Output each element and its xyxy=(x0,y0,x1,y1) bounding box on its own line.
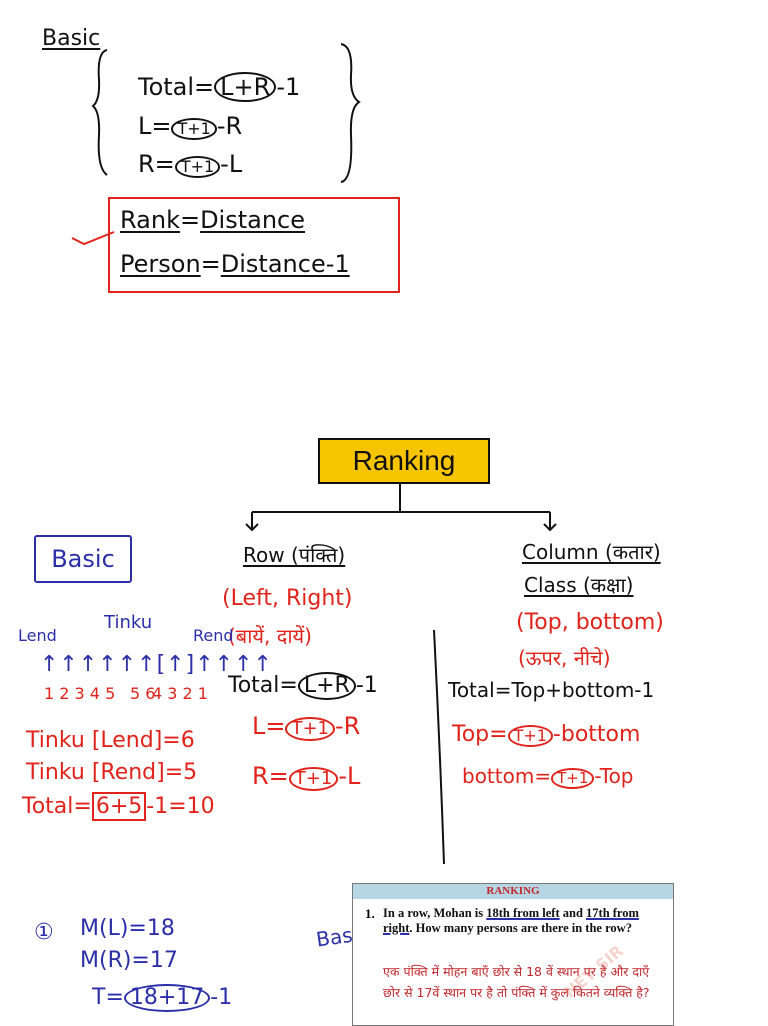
column-heading: Column (कतार) xyxy=(522,540,661,564)
row-l-formula: L=T+1-R xyxy=(252,712,361,741)
row-sub2: (बायें, दायें) xyxy=(228,624,312,648)
card-number: 1. xyxy=(365,906,375,921)
formula-l: L=T+1-R xyxy=(138,112,243,140)
notes-total: T=18+17-1 xyxy=(92,984,232,1013)
circle-l-plus-r: L+R xyxy=(214,72,277,103)
column-sub2: (ऊपर, नीचे) xyxy=(518,646,611,670)
ranking-title: Ranking xyxy=(318,438,490,484)
formula-total: Total=L+R-1 xyxy=(138,72,301,103)
right-numbers: 4 3 2 1 xyxy=(152,684,208,703)
tinku-rend: Tinku [Rend]=5 xyxy=(26,760,198,785)
rend-label: Rend xyxy=(193,626,234,645)
bottom-formula: bottom=T+1-Top xyxy=(462,764,634,789)
column-total: Total=Top+bottom-1 xyxy=(448,678,655,702)
row-r-formula: R=T+1-L xyxy=(252,762,361,791)
rank-formula: Rank=Distance xyxy=(120,206,306,234)
basic-box: Basic xyxy=(34,535,132,583)
rank-box xyxy=(108,197,400,293)
tinku-lend: Tinku [Lend]=6 xyxy=(26,728,195,753)
card-question-en: In a row, Mohan is 18th from left and 17… xyxy=(383,906,639,935)
arrow-row: ↑↑↑↑↑↑[↑]↑↑↑↑ xyxy=(40,652,273,677)
center-numbers: 5 6 xyxy=(130,684,156,703)
check-mark xyxy=(71,231,115,246)
basic-heading: Basic xyxy=(42,26,101,51)
notes-number: ① xyxy=(34,920,54,945)
notes-mr: M(R)=17 xyxy=(80,948,178,973)
tinku-total: Total=6+5-1=10 xyxy=(22,792,215,821)
row-sub1: (Left, Right) xyxy=(222,586,353,611)
left-numbers: 1 2 3 4 5 xyxy=(44,684,116,703)
class-heading: Class (कक्षा) xyxy=(524,573,634,597)
lend-label: Lend xyxy=(18,626,57,645)
row-total: Total=L+R-1 xyxy=(228,672,378,701)
top-formula: Top=T+1-bottom xyxy=(452,722,641,747)
brace-lines xyxy=(91,43,361,183)
tree-lines xyxy=(245,484,557,532)
vertical-divider xyxy=(433,629,445,865)
row-heading: Row (पंक्ति) xyxy=(243,543,346,567)
person-formula: Person=Distance-1 xyxy=(120,250,350,278)
tinku-label: Tinku xyxy=(104,612,153,633)
card-header: RANKING xyxy=(353,884,673,899)
column-sub1: (Top, bottom) xyxy=(516,610,664,635)
formula-r: R=T+1-L xyxy=(138,150,243,178)
card-question-hi: एक पंक्ति में मोहन बाएँ छोर से 18 वें स्… xyxy=(383,964,650,1000)
notes-ml: M(L)=18 xyxy=(80,916,175,941)
question-card: RANKING 1. In a row, Mohan is 18th from … xyxy=(352,883,674,1026)
